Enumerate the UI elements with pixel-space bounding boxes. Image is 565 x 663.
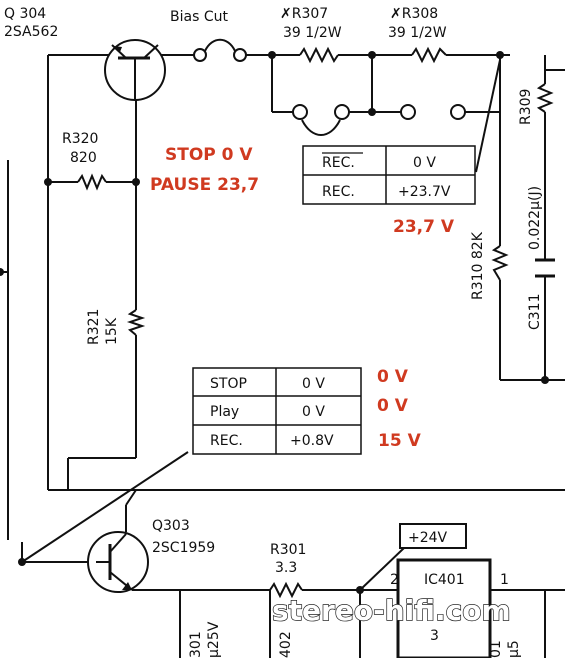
q304-transistor xyxy=(104,39,166,101)
watermark: stereo-hifi.com xyxy=(272,594,511,627)
partial-label-c: 402 xyxy=(278,631,294,658)
q304-part: 2SA562 xyxy=(4,24,58,40)
r309-label: R309 xyxy=(518,89,534,125)
mid-row1-mode: STOP xyxy=(210,376,247,392)
r307-resistor xyxy=(299,46,339,64)
partial-label-a: 301 xyxy=(188,631,204,658)
c311-capacitor xyxy=(535,258,555,278)
r301-resistor xyxy=(269,581,303,599)
r310-label: R310 82K xyxy=(470,231,486,300)
selector-switch xyxy=(292,104,466,136)
annotation-mid-rec: 15 V xyxy=(378,431,422,451)
q303-ref: Q303 xyxy=(152,518,190,534)
supply-label: +24V xyxy=(408,530,448,546)
voltage-table-top: REC. 0 V REC. +23.7V xyxy=(302,145,476,205)
r321-resistor xyxy=(126,309,146,336)
mid-row2-voltage: 0 V xyxy=(302,404,325,420)
annotation-rec: 23,7 V xyxy=(393,217,455,237)
wiring xyxy=(0,54,565,658)
partial-label-e: μ5 xyxy=(506,640,522,658)
partial-label-b: μ25V xyxy=(206,621,222,658)
resistors xyxy=(77,46,554,599)
r308-value: 39 1/2W xyxy=(388,25,447,41)
r310-resistor xyxy=(491,245,509,281)
top-row2-voltage: +23.7V xyxy=(398,184,451,200)
r309-resistor xyxy=(536,83,554,113)
ic401-pin1: 1 xyxy=(500,572,509,588)
annotations: STOP 0 V PAUSE 23,7 23,7 V 0 V 0 V 15 V xyxy=(150,145,455,451)
q304-ref: Q 304 xyxy=(4,6,46,22)
r320-value: 820 xyxy=(70,150,97,166)
annotation-pause: PAUSE 23,7 xyxy=(150,175,259,195)
r321-ref: R321 xyxy=(86,309,102,345)
partial-label-d: 01 xyxy=(488,640,504,658)
ic401-pin2: 2 xyxy=(390,572,399,588)
bias-cut-label: Bias Cut xyxy=(170,9,228,25)
c311-value: 0.022μ(J) xyxy=(527,186,543,250)
q303-part: 2SC1959 xyxy=(152,540,215,556)
q303-transistor xyxy=(87,531,149,593)
c311-ref: C311 xyxy=(527,294,543,331)
r301-ref: R301 xyxy=(270,542,306,558)
top-row1-voltage: 0 V xyxy=(413,155,436,171)
annotation-stop: STOP 0 V xyxy=(165,145,253,165)
bias-cut-switch xyxy=(193,38,247,62)
mid-row1-voltage: 0 V xyxy=(302,376,325,392)
component-labels: Q 304 2SA562 Bias Cut ✗R307 39 1/2W ✗R30… xyxy=(4,6,543,658)
top-row1-mode: REC. xyxy=(322,155,355,171)
r308-resistor xyxy=(411,46,447,64)
r307-value: 39 1/2W xyxy=(283,25,342,41)
top-row2-mode: REC. xyxy=(322,184,355,200)
annotation-mid-play: 0 V xyxy=(377,396,409,416)
ic401-ref: IC401 xyxy=(424,572,465,588)
r321-value: 15K xyxy=(104,317,120,345)
r320-resistor xyxy=(77,173,107,191)
voltage-table-mid: STOP 0 V Play 0 V REC. +0.8V xyxy=(192,367,362,455)
r307-ref: ✗R307 xyxy=(280,6,328,22)
annotation-mid-stop: 0 V xyxy=(377,367,409,387)
ic401-pin3: 3 xyxy=(430,628,439,644)
ic401-box xyxy=(396,558,492,660)
r301-value: 3.3 xyxy=(275,560,297,576)
mid-row2-mode: Play xyxy=(210,404,239,420)
r320-ref: R320 xyxy=(62,131,98,147)
r308-ref: ✗R308 xyxy=(390,6,438,22)
mid-row3-mode: REC. xyxy=(210,433,243,449)
mid-row3-voltage: +0.8V xyxy=(290,433,334,449)
junction-dots xyxy=(0,51,549,594)
supply-box xyxy=(399,523,467,549)
